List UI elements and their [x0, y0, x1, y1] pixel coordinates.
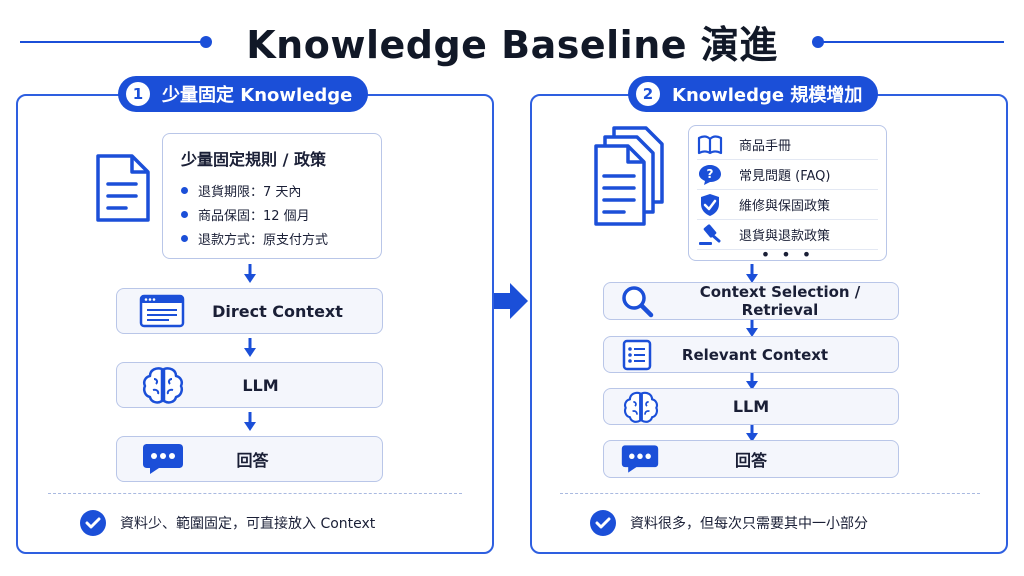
title-right-line [820, 41, 1004, 43]
step-label: 回答 [236, 451, 269, 470]
rule-item: 退貨期限：7 天內 [181, 178, 363, 202]
document-icon [96, 154, 150, 222]
title-row: Knowledge Baseline 演進 [0, 14, 1024, 70]
summary-text: 資料少、範圍固定，可直接放入 Context [120, 516, 376, 532]
check-circle-icon [590, 510, 616, 536]
step-label: LLM [242, 375, 279, 395]
step-label: Relevant Context [681, 345, 829, 364]
bullet-icon [181, 210, 188, 218]
step-direct-context: Direct Context [116, 288, 383, 334]
knowledge-item-label: 商品手冊 [739, 139, 792, 154]
rule-text: 商品保固：12 個月 [198, 208, 310, 224]
brain-icon [142, 367, 184, 404]
arrow-down-icon [746, 264, 758, 283]
right-section-badge: 2 Knowledge 規模增加 [628, 76, 879, 112]
step-llm: LLM [116, 362, 383, 408]
question-icon: ? [697, 164, 723, 186]
title-right-dot [812, 36, 824, 48]
step-llm: LLM [603, 388, 899, 425]
arrow-down-icon [746, 318, 758, 337]
left-section-badge: 1 少量固定 Knowledge [118, 76, 369, 112]
right-badge-number: 2 [636, 82, 660, 106]
more-ellipsis: • • • [760, 245, 815, 264]
rule-text: 退款方式：原支付方式 [198, 232, 329, 248]
title-left-line [20, 41, 208, 43]
chat-bubble-icon [143, 444, 183, 474]
gavel-icon [697, 223, 723, 246]
transition-arrow-icon [494, 283, 528, 319]
knowledge-item: 商品手冊 [697, 130, 878, 160]
knowledge-item-label: 退貨與退款政策 [739, 229, 831, 244]
arrow-down-icon [244, 412, 256, 431]
check-circle-icon [80, 510, 106, 536]
knowledge-item: 維修與保固政策 [697, 190, 878, 220]
step-context-retrieval: Context Selection / Retrieval [603, 282, 899, 320]
step-label: 回答 [734, 451, 767, 470]
svg-text:?: ? [707, 167, 714, 181]
left-badge-number: 1 [126, 82, 150, 106]
knowledge-item: ? 常見問題 (FAQ) [697, 160, 878, 190]
title-left-dot [200, 36, 212, 48]
book-icon [697, 134, 723, 156]
arrow-down-icon [244, 338, 256, 357]
search-icon [622, 286, 654, 318]
chat-bubble-icon [621, 445, 659, 473]
bullet-icon [181, 186, 188, 194]
step-answer: 回答 [603, 440, 899, 478]
right-badge-label: Knowledge 規模增加 [672, 85, 863, 106]
left-divider [48, 493, 462, 494]
shield-check-icon [697, 193, 723, 216]
rules-card: 少量固定規則 / 政策 退貨期限：7 天內 商品保固：12 個月 退款方式：原支… [162, 133, 382, 259]
step-label: Context Selection / Retrieval [699, 283, 861, 319]
knowledge-item: 退貨與退款政策 [697, 220, 878, 250]
summary-text: 資料很多，但每次只需要其中一小部分 [630, 516, 868, 532]
step-label: Direct Context [212, 301, 343, 321]
rule-item: 商品保固：12 個月 [181, 202, 363, 226]
page-title: Knowledge Baseline 演進 [246, 23, 778, 67]
knowledge-item-label: 常見問題 (FAQ) [739, 169, 831, 184]
rules-title: 少量固定規則 / 政策 [181, 150, 326, 169]
arrow-down-icon [746, 423, 758, 442]
step-answer: 回答 [116, 436, 383, 482]
documents-stack-icon [594, 126, 664, 226]
left-badge-label: 少量固定 Knowledge [162, 85, 353, 106]
step-relevant-context: Relevant Context [603, 336, 899, 373]
checklist-icon [622, 339, 652, 370]
browser-window-icon [139, 294, 185, 328]
right-divider [560, 493, 980, 494]
rule-item: 退款方式：原支付方式 [181, 226, 363, 250]
step-label: LLM [732, 397, 770, 416]
right-summary: 資料很多，但每次只需要其中一小部分 [590, 510, 868, 536]
knowledge-list-card: 商品手冊 ? 常見問題 (FAQ) 維修與保固政策 退貨與退款政策 • • • [688, 125, 887, 264]
knowledge-item-label: 維修與保固政策 [739, 199, 831, 214]
arrow-down-icon [746, 371, 758, 390]
left-summary: 資料少、範圍固定，可直接放入 Context [80, 510, 375, 536]
bullet-icon [181, 234, 188, 242]
brain-icon [623, 391, 659, 423]
arrow-down-icon [244, 264, 256, 283]
rule-text: 退貨期限：7 天內 [198, 184, 302, 200]
